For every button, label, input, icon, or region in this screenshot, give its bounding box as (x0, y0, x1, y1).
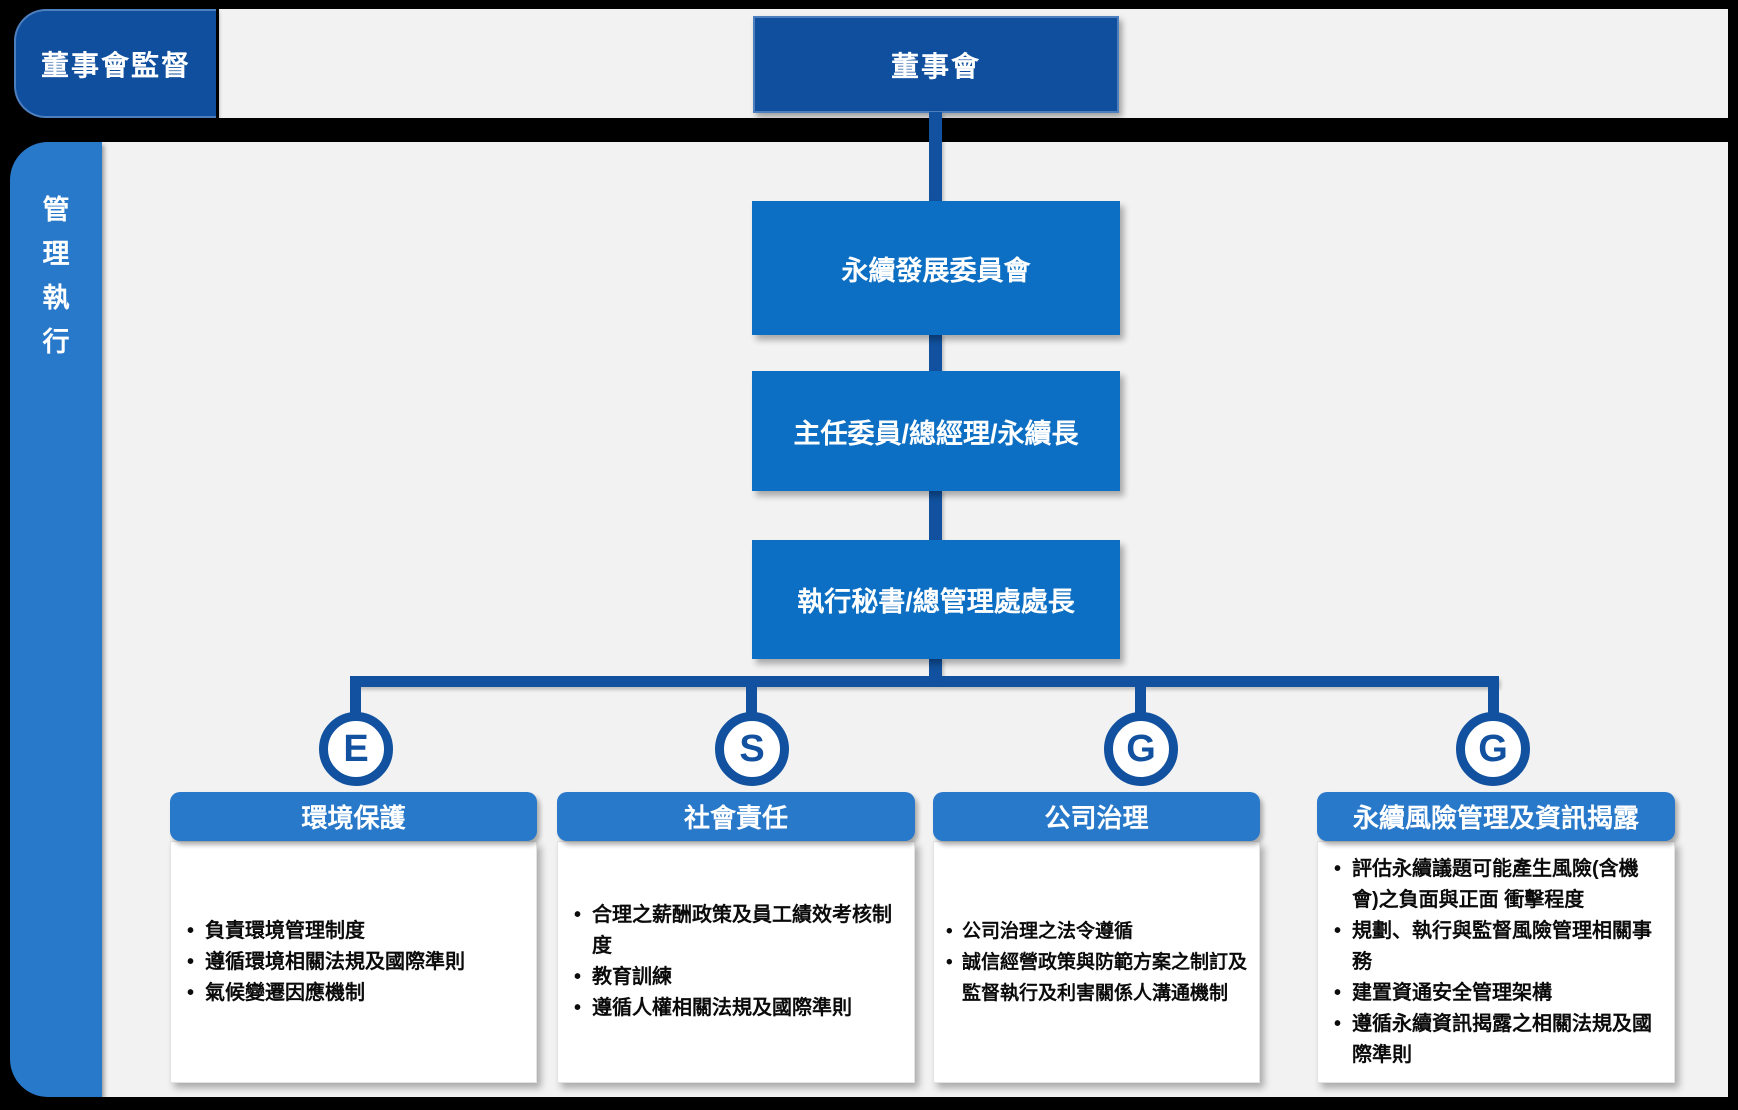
environment-bullet-1: 負責環境管理制度 (183, 916, 524, 947)
g2-letter: G (1478, 727, 1508, 770)
environment-card-header: 環境保護 (170, 792, 537, 841)
board-of-directors-label: 董事會 (890, 50, 981, 82)
social-card-header: 社會責任 (557, 792, 915, 841)
risk-disclosure-card-header: 永續風險管理及資訊揭露 (1317, 792, 1675, 841)
social-card-body: 合理之薪酬政策及員工績效考核制度 教育訓練 遵循人權相關法規及國際準則 (557, 841, 915, 1083)
social-bullet-3: 遵循人權相關法規及國際準則 (570, 993, 902, 1024)
executive-secretary-label: 執行秘書/總管理處處長 (797, 587, 1075, 617)
risk-bullet-1: 評估永續議題可能產生風險(含機會)之負面與正面 衝擊程度 (1330, 854, 1662, 916)
risk-bullet-4: 遵循永續資訊揭露之相關法規及國際準則 (1330, 1009, 1662, 1071)
board-supervision-label: 董事會監督 (40, 49, 191, 81)
management-execution-char-3: 執 (42, 283, 70, 313)
connector-chair-to-secretary (929, 490, 942, 541)
branch-stub-e (350, 676, 361, 717)
management-execution-char-4: 行 (42, 327, 70, 357)
chairman-gm-cso-box: 主任委員/總經理/永續長 (752, 371, 1120, 491)
environment-bullet-3: 氣候變遷因應機制 (183, 978, 524, 1009)
management-execution-char-2: 理 (42, 239, 70, 269)
social-bullet-2: 教育訓練 (570, 962, 902, 993)
social-card-title: 社會責任 (683, 803, 788, 833)
risk-disclosure-card-body: 評估永續議題可能產生風險(含機會)之負面與正面 衝擊程度 規劃、執行與監督風險管… (1317, 841, 1675, 1083)
s-circle-badge: S (715, 712, 789, 786)
governance-card-header: 公司治理 (933, 792, 1260, 841)
governance-bullet-2: 誠信經營政策與防範方案之制訂及監督執行及利害關係人溝通機制 (942, 947, 1251, 1009)
g2-circle-badge: G (1456, 712, 1530, 786)
management-execution-char-1: 管 (42, 195, 70, 225)
environment-card-title: 環境保護 (301, 803, 406, 833)
board-supervision-label-box: 董事會監督 (14, 9, 216, 118)
branch-rail (350, 676, 1499, 687)
branch-stub-s (746, 676, 757, 717)
e-letter: E (343, 727, 369, 770)
sustainability-committee-label: 永續發展委員會 (841, 255, 1031, 286)
g1-circle-badge: G (1104, 712, 1178, 786)
branch-stub-g1 (1135, 676, 1146, 717)
sustainability-committee-box: 永續發展委員會 (752, 201, 1120, 335)
s-letter: S (739, 727, 765, 770)
chairman-gm-cso-label: 主任委員/總經理/永續長 (793, 418, 1079, 449)
branch-stub-g2 (1488, 676, 1499, 717)
board-of-directors-box: 董事會 (753, 16, 1119, 113)
governance-card-body: 公司治理之法令遵循 誠信經營政策與防範方案之制訂及監督執行及利害關係人溝通機制 (933, 841, 1260, 1083)
connector-committee-to-chair (929, 334, 942, 372)
governance-card-title: 公司治理 (1044, 803, 1149, 833)
management-execution-bar: 管 理 執 行 (10, 142, 102, 1097)
executive-secretary-box: 執行秘書/總管理處處長 (752, 540, 1120, 659)
governance-bullet-1: 公司治理之法令遵循 (942, 916, 1251, 947)
e-circle-badge: E (319, 712, 393, 786)
risk-disclosure-card-title: 永續風險管理及資訊揭露 (1352, 803, 1639, 833)
risk-bullet-3: 建置資通安全管理架構 (1330, 978, 1662, 1009)
social-bullet-1: 合理之薪酬政策及員工績效考核制度 (570, 900, 902, 962)
connector-board-to-committee (929, 112, 942, 202)
environment-card-body: 負責環境管理制度 遵循環境相關法規及國際準則 氣候變遷因應機制 (170, 841, 537, 1083)
g1-letter: G (1126, 727, 1156, 770)
environment-bullet-2: 遵循環境相關法規及國際準則 (183, 947, 524, 978)
risk-bullet-2: 規劃、執行與監督風險管理相關事務 (1330, 916, 1662, 978)
